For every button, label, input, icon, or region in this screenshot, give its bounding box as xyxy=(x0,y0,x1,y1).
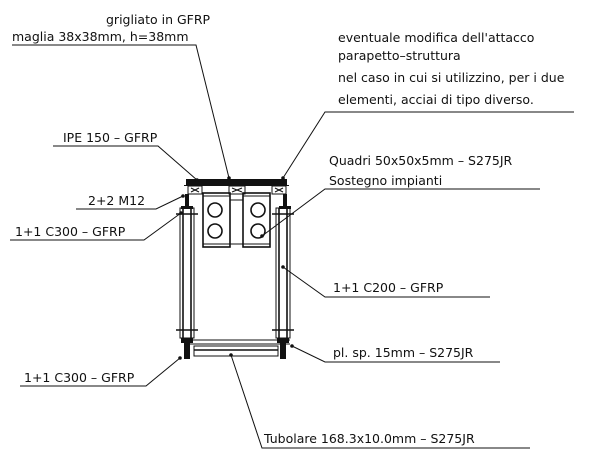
leader-quadri xyxy=(261,188,540,237)
label-grigliato-line2: maglia 38x38mm, h=38mm xyxy=(12,29,189,44)
leader-modifica xyxy=(282,111,574,179)
leader-grigliato xyxy=(12,44,230,179)
label-modifica-line1: eventuale modifica dell'attacco xyxy=(338,30,534,45)
label-c200: 1+1 C200 – GFRP xyxy=(333,280,444,295)
leader-ipe xyxy=(53,145,198,181)
label-plate: pl. sp. 15mm – S275JR xyxy=(333,345,474,360)
bottom-plate-tube xyxy=(184,339,290,357)
leader-c300-top xyxy=(10,212,182,241)
leader-c300-bottom xyxy=(20,357,181,387)
ipe-beam xyxy=(187,185,287,195)
label-modifica-line4: elementi, acciai di tipo diverso. xyxy=(338,92,534,107)
grating-deck xyxy=(184,179,289,186)
label-c300-top: 1+1 C300 – GFRP xyxy=(15,224,126,239)
label-modifica-line2: parapetto–struttura xyxy=(338,48,461,63)
label-modifica-line3: nel caso in cui si utilizzino, per i due xyxy=(338,70,565,85)
label-tubolare: Tubolare 168.3x10.0mm – S275JR xyxy=(263,431,475,446)
leader-m12 xyxy=(76,195,184,210)
label-sostegno: Sostegno impianti xyxy=(329,173,442,188)
right-column xyxy=(272,207,294,339)
left-column xyxy=(176,207,198,339)
square-supports xyxy=(202,192,271,248)
plant-pipes xyxy=(207,202,266,239)
label-c300-bottom: 1+1 C300 – GFRP xyxy=(24,370,135,385)
leader-tubolare xyxy=(230,354,530,449)
label-ipe: IPE 150 – GFRP xyxy=(63,130,158,145)
leader-c200 xyxy=(282,266,490,298)
leader-plate xyxy=(291,345,500,363)
label-quadri: Quadri 50x50x5mm – S275JR xyxy=(329,153,513,168)
label-grigliato-line1: grigliato in GFRP xyxy=(106,12,211,27)
label-m12: 2+2 M12 xyxy=(88,193,145,208)
bolts-top xyxy=(181,194,291,209)
